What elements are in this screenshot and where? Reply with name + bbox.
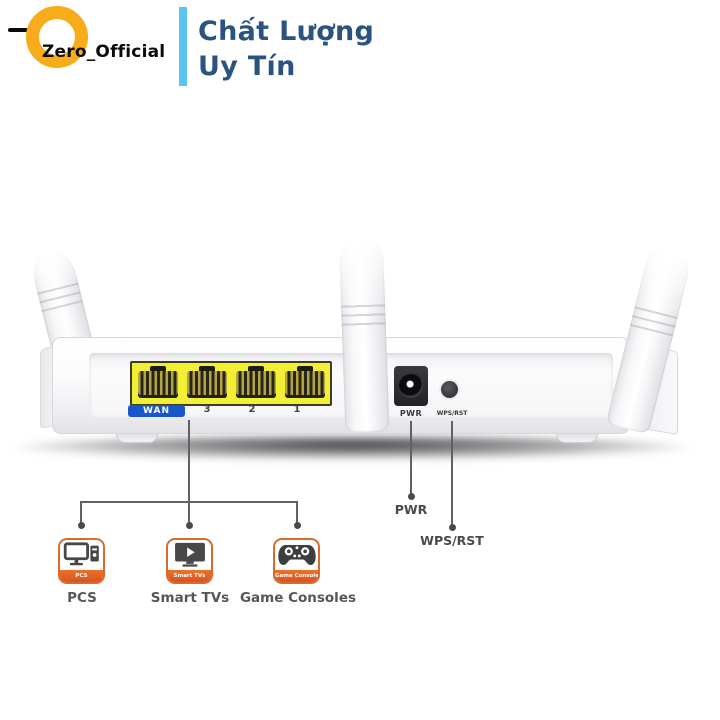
callout-dot-wps [448, 524, 456, 531]
callout-dot-game [293, 522, 301, 529]
rj45-port-3 [187, 366, 227, 404]
device-badge: Smart TVs [168, 570, 211, 582]
ethernet-port-panel [130, 361, 332, 406]
rj45-tab [248, 366, 264, 371]
logo-dash [8, 28, 38, 32]
wan-port-badge: WAN [128, 405, 185, 417]
device-label-pcs: PCS [67, 590, 97, 606]
device-card-pcs: PCS [58, 538, 105, 584]
wps-reset-label: WPS/RST [436, 410, 468, 417]
smart-tv-icon [168, 540, 211, 570]
callout-dot-pcs [77, 522, 85, 529]
callout-drop-game [296, 501, 298, 524]
device-badge: Game Consoles [275, 570, 318, 582]
rj45-jack [285, 371, 325, 398]
pwr-callout-label: PWR [394, 502, 428, 517]
wps-reset-button [441, 381, 458, 398]
callout-branch-horizontal [80, 501, 298, 503]
device-label-smart-tv: Smart TVs [150, 590, 230, 606]
callout-drop-tv [188, 503, 190, 524]
device-card-smart-tv: Smart TVs [166, 538, 213, 584]
game-console-icon [275, 540, 318, 570]
power-jack-label: PWR [399, 409, 423, 418]
wps-callout-label: WPS/RST [420, 533, 484, 548]
device-badge: PCS [60, 570, 103, 582]
rj45-port-2 [236, 366, 276, 404]
rj45-jack [187, 371, 227, 398]
rj45-jack [236, 371, 276, 398]
callout-stem-lan [188, 420, 190, 503]
power-jack [394, 366, 428, 406]
antenna-right [605, 234, 698, 435]
rj45-jack [138, 371, 178, 398]
rj45-port-1 [285, 366, 325, 404]
port-number-1: 1 [293, 404, 301, 415]
callout-dot-pwr [407, 493, 415, 500]
antenna-hinge-ribs [341, 303, 386, 330]
power-jack-hole [399, 374, 423, 398]
callout-stem-wps [451, 421, 453, 526]
callout-dot-tv [185, 522, 193, 529]
callout-stem-pwr [410, 421, 412, 495]
brand-name: Zero_Official [42, 42, 166, 62]
pc-icon [60, 540, 103, 570]
rj45-tab [150, 366, 166, 371]
header-divider [179, 7, 187, 86]
rj45-tab [199, 366, 215, 371]
callout-drop-pcs [80, 501, 82, 524]
device-card-game-console: Game Consoles [273, 538, 320, 584]
rj45-port-wan [138, 366, 178, 404]
antenna-center [336, 226, 390, 433]
device-label-game-console: Game Consoles [239, 590, 357, 606]
port-number-3: 3 [203, 404, 211, 415]
tagline-line2: Uy Tín [198, 51, 296, 82]
rj45-tab [297, 366, 313, 371]
tagline-line1: Chất Lượng [198, 16, 375, 47]
port-number-2: 2 [248, 404, 256, 415]
